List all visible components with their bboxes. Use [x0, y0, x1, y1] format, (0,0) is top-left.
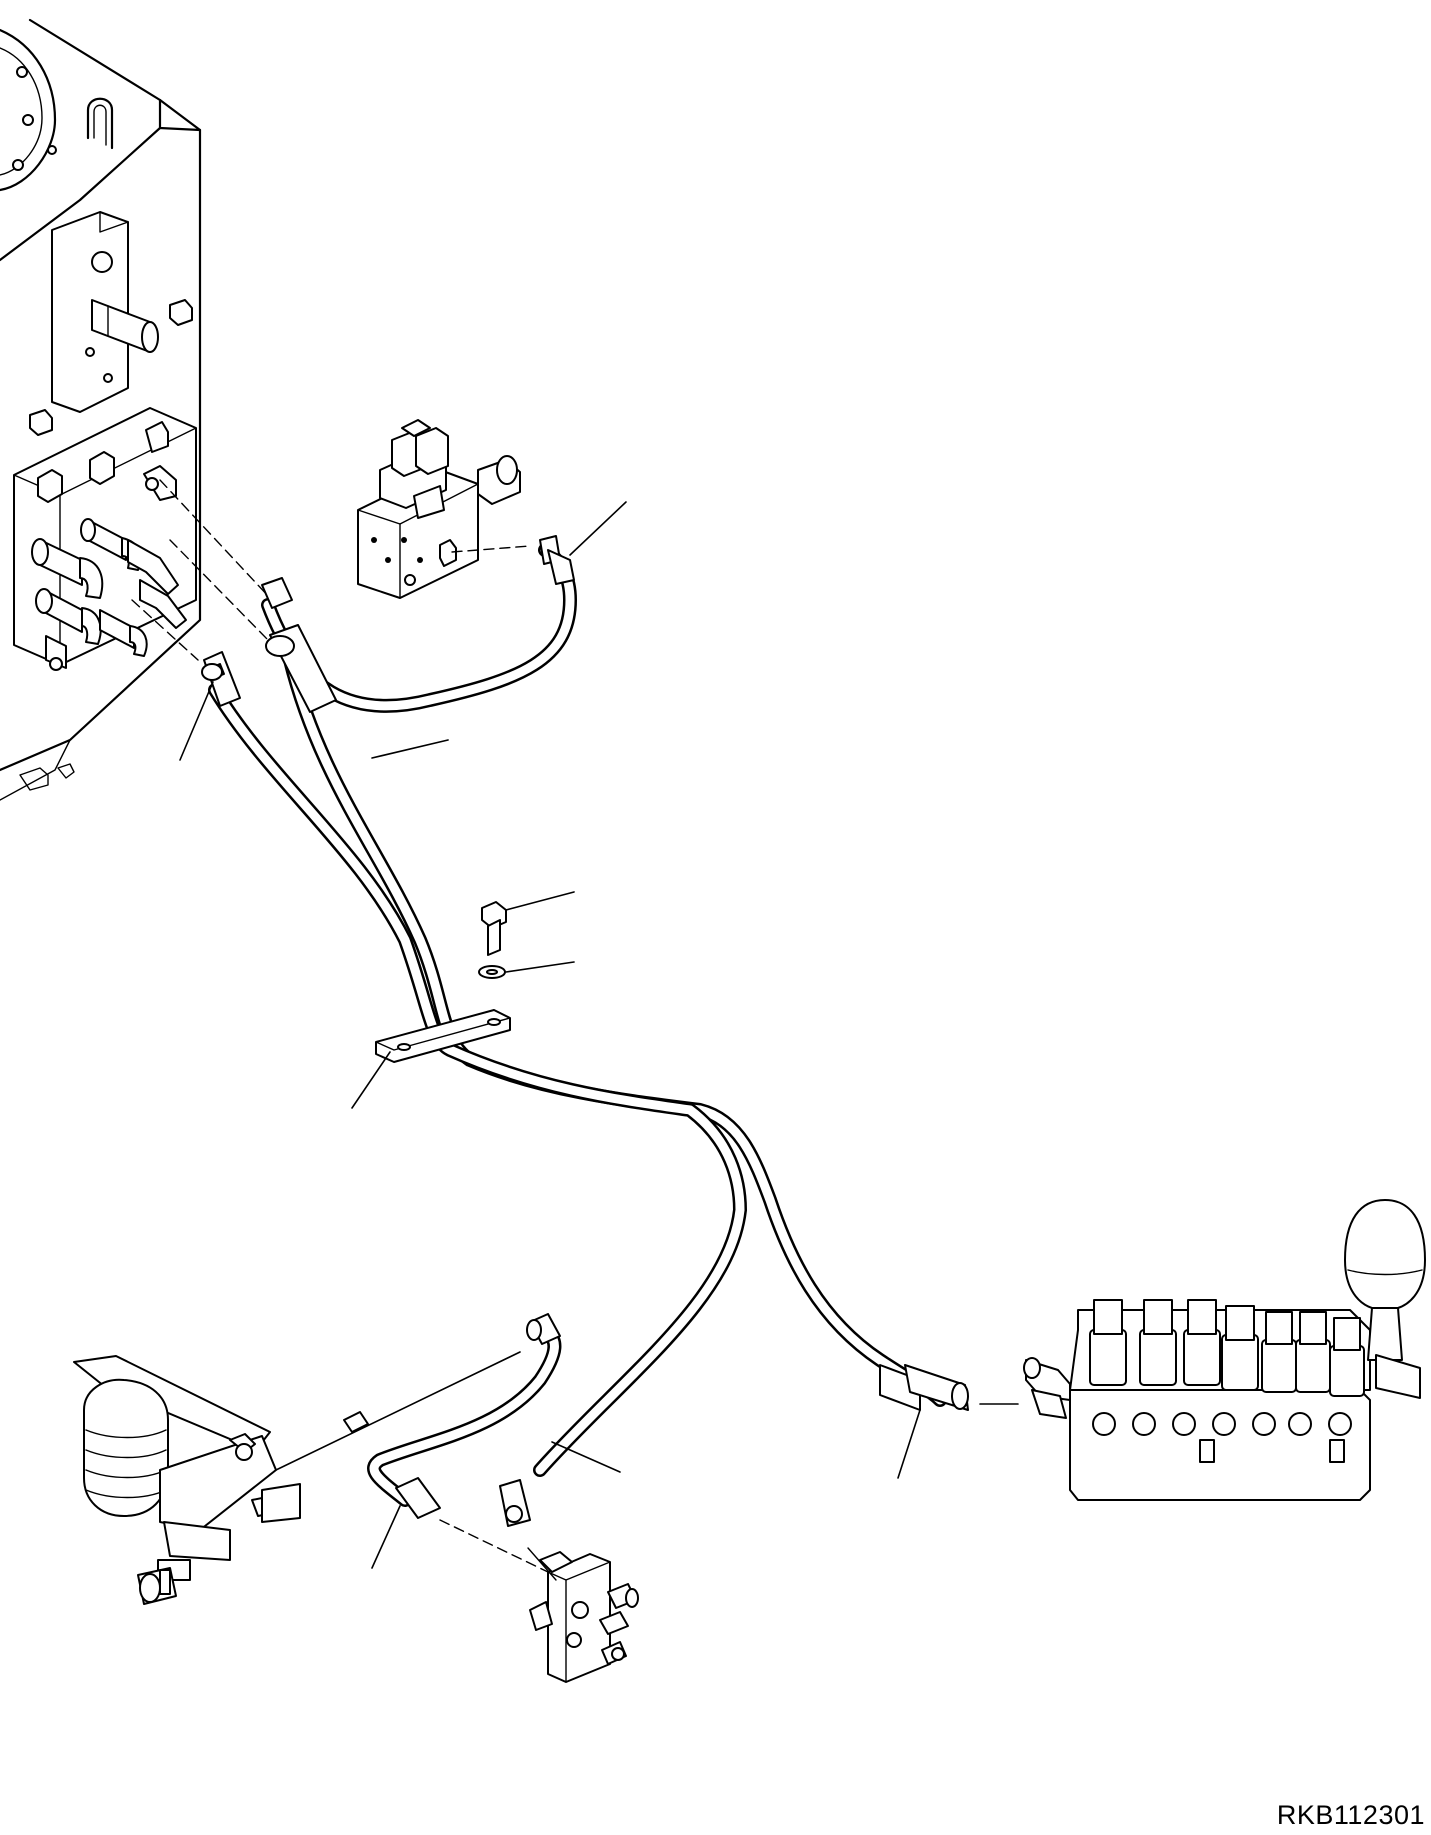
- washer-icon: [478, 965, 506, 979]
- brake-pedal: [73, 1351, 521, 1605]
- hose-clamp: [375, 1009, 511, 1063]
- brake-valve: [357, 419, 531, 599]
- small-valve-block: [439, 1519, 639, 1683]
- main-control-valve: [979, 1199, 1426, 1501]
- accumulator: [1344, 1199, 1426, 1399]
- valve-solenoids: [1089, 1299, 1365, 1397]
- bolt-icon: [481, 901, 507, 956]
- hydraulic-tank: [0, 18, 271, 801]
- elbow-fittings: [31, 421, 187, 671]
- leader-lines: [179, 501, 921, 1569]
- drawing-code-label: RKB112301: [1276, 1800, 1425, 1830]
- valve-ports: [1092, 1412, 1352, 1463]
- hose-assembly: [201, 535, 969, 1527]
